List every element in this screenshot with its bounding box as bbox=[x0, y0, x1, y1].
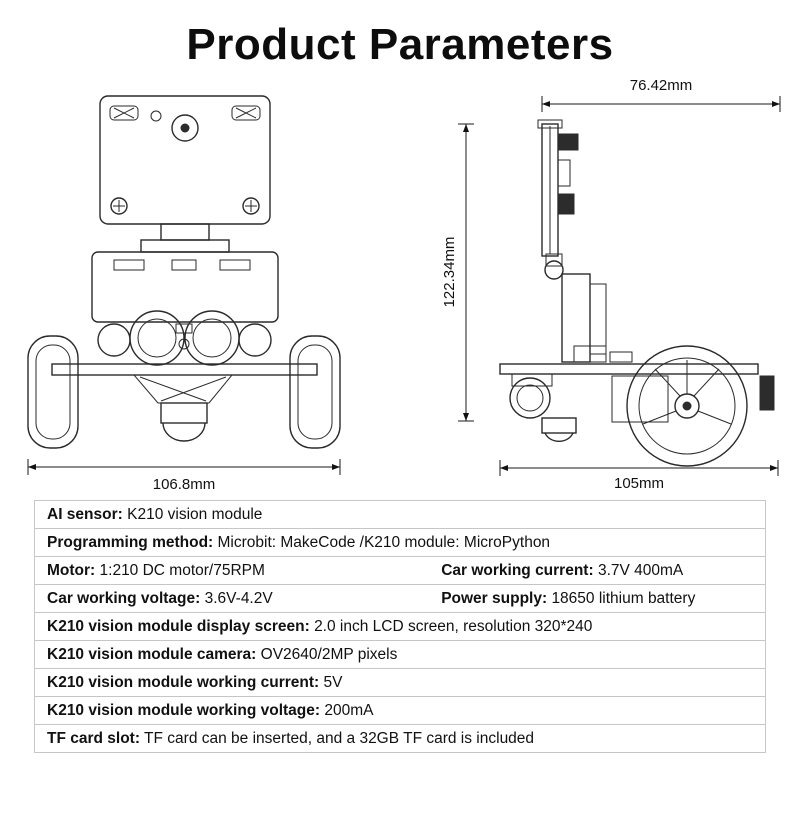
spec-label: K210 vision module working current: bbox=[47, 674, 320, 691]
side-height-dimension-line: 122.34mm bbox=[442, 123, 474, 422]
display-module-front bbox=[99, 95, 271, 225]
spec-label: Car working voltage: bbox=[47, 590, 201, 607]
spec-value: 3.7V 400mA bbox=[597, 562, 684, 579]
spec-value: 2.0 inch LCD screen, resolution 320*240 bbox=[314, 618, 593, 635]
front-width-dimension-line: 106.8mm bbox=[27, 459, 341, 493]
motor-block-side bbox=[611, 375, 669, 423]
spec-row-programming-method: Programming method: Microbit: MakeCode /… bbox=[34, 528, 766, 557]
base-plate-side bbox=[499, 363, 759, 375]
chassis-body-front bbox=[91, 251, 279, 323]
spec-label: Motor: bbox=[47, 562, 96, 579]
camera-dome-front bbox=[132, 374, 234, 442]
side-width-dimension: 76.42mm bbox=[630, 77, 693, 94]
spec-value: 200mA bbox=[324, 702, 374, 719]
front-sensor-side bbox=[509, 373, 577, 443]
spec-label: K210 vision module display screen: bbox=[47, 618, 310, 635]
spec-label: Programming method: bbox=[47, 534, 214, 551]
spec-label: K210 vision module camera: bbox=[47, 646, 257, 663]
spec-label: TF card slot: bbox=[47, 730, 141, 747]
spec-row-working-current: K210 vision module working current: 5V bbox=[34, 668, 766, 697]
product-parameters-page: Product Parameters bbox=[0, 20, 800, 820]
side-base-dimension-line: 105mm bbox=[499, 460, 779, 492]
spec-value: K210 vision module bbox=[127, 506, 263, 523]
spec-table: AI sensor: K210 vision module Programmin… bbox=[34, 500, 766, 753]
side-view-drawing: 76.42mm 122.34mm bbox=[442, 77, 781, 492]
spec-value: 18650 lithium battery bbox=[551, 590, 696, 607]
side-base-dimension: 105mm bbox=[614, 475, 664, 492]
side-height-dimension: 122.34mm bbox=[442, 237, 458, 308]
spec-value: 3.6V-4.2V bbox=[204, 590, 273, 607]
spec-row-motor-current: Motor: 1:210 DC motor/75RPM Car working … bbox=[34, 556, 766, 585]
spec-value: 1:210 DC motor/75RPM bbox=[99, 562, 265, 579]
spec-row-camera: K210 vision module camera: OV2640/2MP pi… bbox=[34, 640, 766, 669]
side-width-dimension-line: 76.42mm bbox=[541, 77, 781, 112]
spec-row-voltage-power: Car working voltage: 3.6V-4.2V Power sup… bbox=[34, 584, 766, 613]
ultrasonic-sensor-front bbox=[97, 310, 272, 366]
spec-value: TF card can be inserted, and a 32GB TF c… bbox=[144, 730, 535, 747]
spec-value: 5V bbox=[323, 674, 343, 691]
spec-label: K210 vision module working voltage: bbox=[47, 702, 321, 719]
wheel-side bbox=[626, 345, 748, 467]
display-module-side bbox=[537, 119, 579, 280]
spec-label: Power supply: bbox=[441, 590, 548, 607]
rear-tab-side bbox=[759, 375, 775, 411]
chassis-body-side bbox=[561, 273, 633, 363]
spec-row-tf-card: TF card slot: TF card can be inserted, a… bbox=[34, 724, 766, 753]
left-wheel-front bbox=[27, 335, 79, 449]
spec-value: Microbit: MakeCode /K210 module: MicroPy… bbox=[217, 534, 551, 551]
neck-bracket bbox=[140, 223, 230, 253]
technical-drawings: 106.8mm 76.42mm bbox=[0, 76, 800, 494]
page-title: Product Parameters bbox=[186, 20, 614, 69]
spec-label: AI sensor: bbox=[47, 506, 123, 523]
right-wheel-front bbox=[289, 335, 341, 449]
spec-row-working-voltage: K210 vision module working voltage: 200m… bbox=[34, 696, 766, 725]
base-plate-front bbox=[51, 363, 318, 376]
front-view-drawing: 106.8mm bbox=[27, 95, 341, 493]
spec-row-display-screen: K210 vision module display screen: 2.0 i… bbox=[34, 612, 766, 641]
spec-label: Car working current: bbox=[441, 562, 594, 579]
spec-value: OV2640/2MP pixels bbox=[260, 646, 398, 663]
spec-row-ai-sensor: AI sensor: K210 vision module bbox=[34, 500, 766, 529]
front-width-dimension: 106.8mm bbox=[153, 476, 216, 493]
